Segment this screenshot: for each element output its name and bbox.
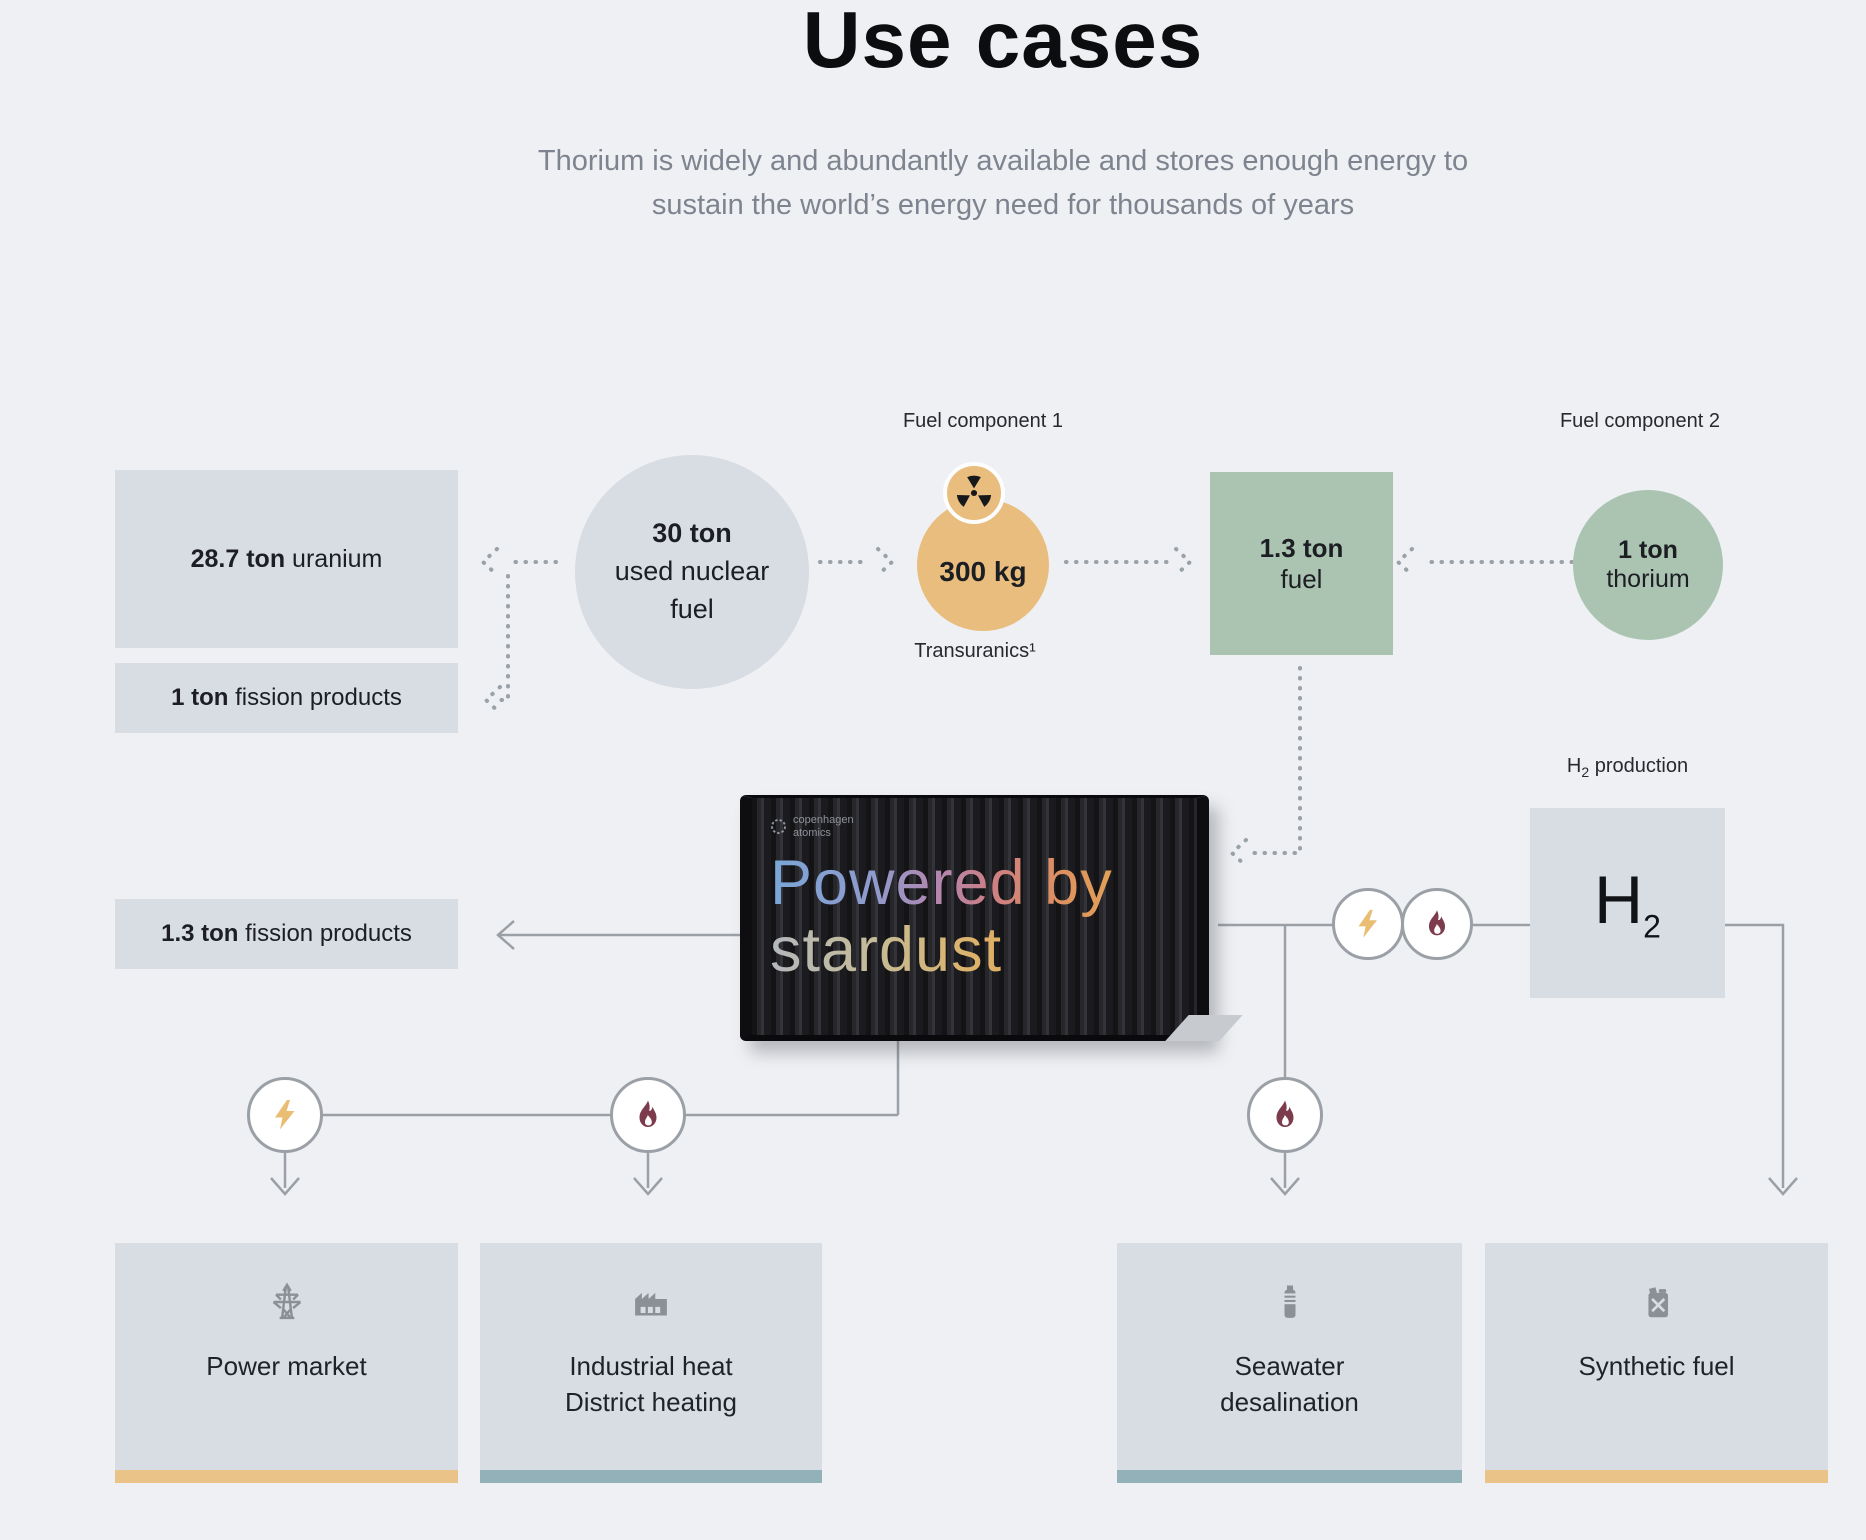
factory-icon: [629, 1281, 673, 1323]
transuranics-label: Transuranics¹: [914, 640, 1036, 662]
arrow-h2-to-synthetic-fuel: [1725, 923, 1785, 1188]
used-nuclear-fuel-circle: 30 ton used nuclear fuel: [575, 455, 809, 689]
used-nuclear-fuel-label: 30 ton used nuclear fuel: [614, 518, 770, 624]
radiation-badge: [943, 462, 1005, 524]
water-bottle-icon: [1268, 1281, 1312, 1323]
card-accent-bar: [1485, 1470, 1828, 1483]
h2-box: H2: [1530, 808, 1725, 998]
fission-products-large-label: 1.3 ton fission products: [161, 920, 412, 947]
fuel-component-1-label: Fuel component 1: [902, 410, 1064, 432]
container-logo-text: copenhagen atomics: [793, 814, 854, 839]
fission-products-small-label: 1 ton fission products: [171, 684, 402, 711]
powered-by-stardust-text: Powered by stardust: [770, 848, 1113, 985]
subtitle-line-1: Thorium is widely and abundantly availab…: [537, 145, 1469, 177]
fission-products-large-box: 1.3 ton fission products: [115, 899, 458, 969]
fuel-component-2-label: Fuel component 2: [1559, 410, 1721, 432]
dotted-connectors: [480, 547, 1574, 868]
card-label: Power market: [206, 1351, 367, 1381]
subtitle-line-2: sustain the world’s energy need for thou…: [651, 188, 1355, 221]
thorium-label: 1 ton thorium: [1606, 536, 1690, 593]
lightning-icon: [1358, 909, 1377, 938]
card-synthetic-fuel: Synthetic fuel: [1485, 1243, 1828, 1483]
transmission-tower-icon: [265, 1281, 309, 1323]
fission-products-small-box: 1 ton fission products: [115, 663, 458, 733]
card-industrial-heat: Industrial heat District heating: [480, 1243, 822, 1483]
dotted-used-fuel-to-fission: [498, 574, 510, 702]
uranium-label: 28.7 ton uranium: [190, 544, 383, 573]
card-accent-bar: [480, 1470, 822, 1483]
flame-icon: [639, 1100, 657, 1127]
card-seawater-desalination: Seawater desalination: [1117, 1243, 1462, 1483]
heat-circle-industry: [610, 1077, 686, 1153]
flame-icon: [1428, 910, 1446, 936]
heat-circle-desalination: [1247, 1077, 1323, 1153]
lightning-icon: [275, 1100, 295, 1130]
fuel-box: 1.3 ton fuel: [1210, 472, 1393, 655]
copenhagen-atomics-logo-icon: [771, 819, 786, 835]
h2-production-label: H2 production: [1566, 755, 1689, 780]
card-accent-bar: [1117, 1470, 1462, 1483]
card-label: Synthetic fuel: [1578, 1351, 1735, 1381]
card-label: Seawater desalination: [1220, 1351, 1359, 1417]
card-power-market: Power market: [115, 1243, 458, 1483]
electricity-circle-power: [247, 1077, 323, 1153]
fuel-box-label: 1.3 ton fuel: [1259, 532, 1344, 594]
page-subtitle: Thorium is widely and abundantly availab…: [140, 140, 1866, 227]
radiation-icon: [956, 475, 992, 507]
heat-circle: [1401, 888, 1473, 960]
dotted-fuel-to-container: [1252, 666, 1302, 855]
page-title: Use cases: [802, 0, 1204, 84]
card-label: Industrial heat District heating: [565, 1351, 737, 1417]
electricity-circle: [1332, 888, 1404, 960]
transuranics-amount: 300 kg: [939, 556, 1027, 587]
jerry-can-icon: [1635, 1281, 1679, 1323]
card-accent-bar: [115, 1470, 458, 1483]
reactor-container: copenhagen atomics Powered by stardust: [740, 795, 1209, 1041]
uranium-box: 28.7 ton uranium: [115, 470, 458, 648]
flame-icon: [1276, 1100, 1294, 1127]
h2-symbol: H2: [1594, 861, 1661, 945]
container-logo: copenhagen atomics: [770, 814, 854, 839]
thorium-circle: 1 ton thorium: [1573, 490, 1723, 640]
